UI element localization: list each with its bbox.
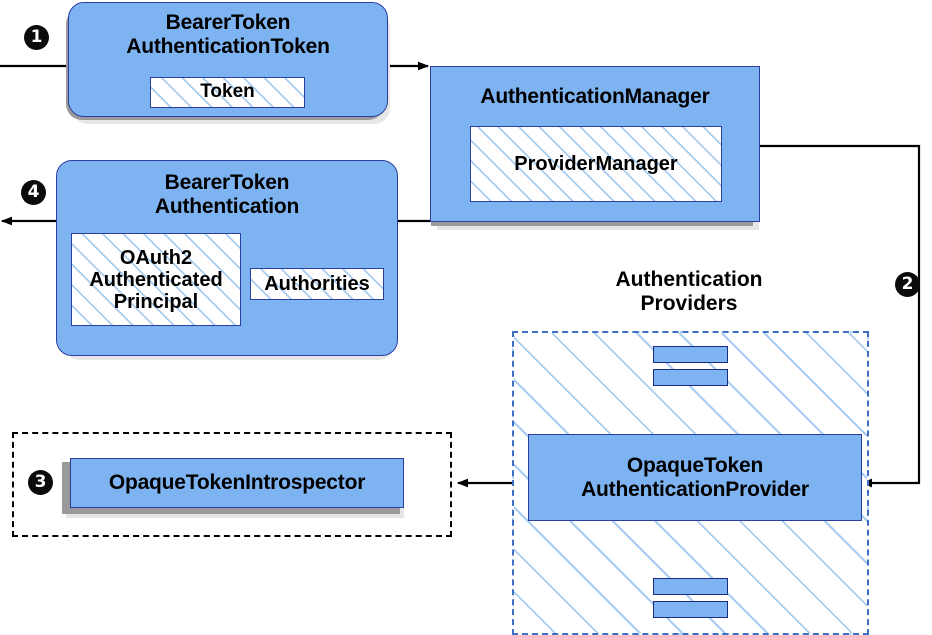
bearer-token-authentication-title: BearerToken Authentication <box>155 171 299 219</box>
oauth2-authenticated-principal-line-1: OAuth2 <box>119 246 193 269</box>
token-inner-box[interactable]: Token <box>150 77 305 108</box>
authentication-providers-heading: Authentication Providers <box>572 268 806 316</box>
opaque-token-authentication-provider-box[interactable]: OpaqueToken AuthenticationProvider <box>528 434 862 521</box>
opaque-token-introspector-title: OpaqueTokenIntrospector <box>108 471 366 495</box>
bearer-token-authentication-title-line-2: Authentication <box>154 194 300 218</box>
opaque-token-introspector-container <box>12 432 452 537</box>
provider-manager-inner-box[interactable]: ProviderManager <box>470 126 722 202</box>
opaque-token-authentication-provider-title-line-1: OpaqueToken <box>626 453 764 477</box>
step-badge-1: 1 <box>24 25 49 50</box>
opaque-token-authentication-provider-title: OpaqueToken AuthenticationProvider <box>581 454 809 502</box>
bearer-token-authentication-token-title-line-1: BearerToken <box>165 11 291 34</box>
provider-stack-bar-bottom-2 <box>653 601 728 618</box>
oauth2-authenticated-principal-line-3: Principal <box>113 290 199 313</box>
provider-stack-bar-top-2 <box>653 369 728 386</box>
bearer-token-authentication-token-title-line-2: AuthenticationToken <box>126 34 330 58</box>
opaque-token-authentication-provider-title-line-2: AuthenticationProvider <box>581 477 809 501</box>
authentication-providers-heading-line-2: Providers <box>640 292 738 316</box>
authentication-manager-title: AuthenticationManager <box>480 85 710 108</box>
provider-stack-bar-top-1 <box>653 346 728 363</box>
step-badge-3: 3 <box>28 470 53 495</box>
authorities-inner-box[interactable]: Authorities <box>250 268 384 300</box>
bearer-token-authentication-title-line-1: BearerToken <box>164 171 290 194</box>
opaque-token-introspector-box[interactable]: OpaqueTokenIntrospector <box>70 458 404 508</box>
authentication-providers-heading-line-1: Authentication <box>615 268 763 291</box>
oauth2-authenticated-principal-inner-box[interactable]: OAuth2 Authenticated Principal <box>71 233 241 326</box>
bearer-token-authentication-token-title: BearerToken AuthenticationToken <box>126 11 330 59</box>
step-badge-4: 4 <box>21 180 46 205</box>
provider-stack-bar-bottom-1 <box>653 578 728 595</box>
step-badge-2: 2 <box>895 272 920 297</box>
oauth2-authenticated-principal-line-2: Authenticated <box>89 268 223 291</box>
